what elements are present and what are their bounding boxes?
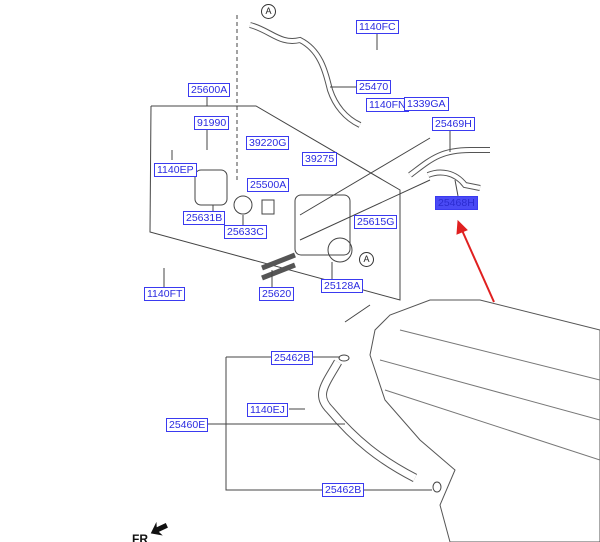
part-label-1140FN[interactable]: 1140FN	[366, 98, 409, 112]
ref-marker-a-bottom: A	[359, 252, 374, 267]
o-ring-bottom	[432, 481, 442, 493]
part-label-25462B-top[interactable]: 25462B	[271, 351, 314, 365]
part-label-39275[interactable]: 39275	[302, 152, 338, 166]
thermostat-25500A	[261, 199, 275, 215]
assembly-frame	[149, 105, 401, 301]
front-direction-label: FR	[132, 532, 148, 542]
part-label-1140EJ[interactable]: 1140EJ	[247, 403, 288, 417]
part-label-25600A[interactable]: 25600A	[188, 83, 231, 97]
housing-25631B	[194, 169, 228, 206]
part-label-39220G[interactable]: 39220G	[246, 136, 290, 150]
part-label-25128A[interactable]: 25128A	[321, 279, 364, 293]
engine-block	[369, 299, 600, 542]
part-label-25620[interactable]: 25620	[259, 287, 295, 301]
part-label-25633C[interactable]: 25633C	[224, 225, 267, 239]
gasket-25128A	[327, 237, 353, 263]
ref-marker-a-top: A	[261, 4, 276, 19]
part-label-91990[interactable]: 91990	[194, 116, 230, 130]
fr-arrow-icon	[150, 521, 168, 536]
o-ring-top	[338, 354, 350, 362]
part-label-1339GA[interactable]: 1339GA	[404, 97, 449, 111]
part-label-25470[interactable]: 25470	[356, 80, 392, 94]
part-label-25615G[interactable]: 25615G	[354, 215, 398, 229]
o-ring-25633C	[233, 195, 253, 215]
part-label-1140EP[interactable]: 1140EP	[154, 163, 197, 177]
part-label-25631B[interactable]: 25631B	[183, 211, 226, 225]
part-label-1140FC[interactable]: 1140FC	[356, 20, 399, 34]
part-label-25469H[interactable]: 25469H	[432, 117, 475, 131]
part-label-25500A[interactable]: 25500A	[247, 178, 290, 192]
part-label-25468H-highlighted[interactable]: 25468H	[435, 196, 478, 210]
part-label-1140FT[interactable]: 1140FT	[144, 287, 186, 301]
part-label-25462B-bottom[interactable]: 25462B	[322, 483, 365, 497]
thermostat-housing	[294, 194, 351, 256]
part-label-25460E[interactable]: 25460E	[166, 418, 209, 432]
pipe-25470	[249, 22, 362, 128]
red-arrow	[460, 227, 495, 303]
